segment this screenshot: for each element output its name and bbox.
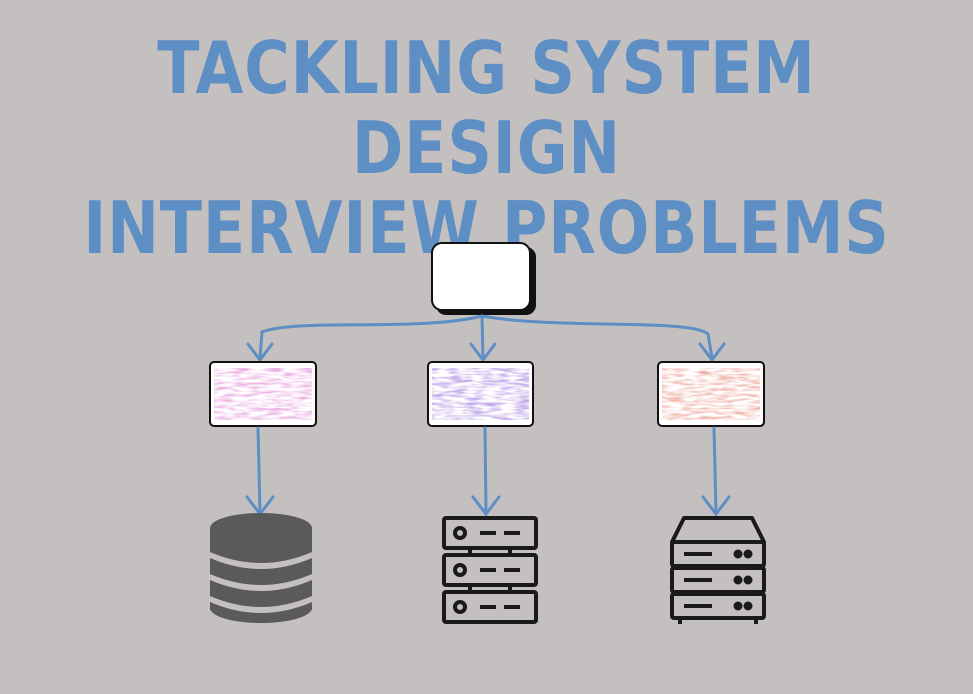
connector-left <box>258 314 484 360</box>
root-connectors <box>246 314 726 363</box>
lower-connectors <box>245 426 731 517</box>
connector-middle-down <box>483 426 488 514</box>
connector-right-down <box>712 426 718 514</box>
node-right <box>657 361 765 427</box>
connector-middle <box>480 314 485 360</box>
connector-left-down <box>256 426 262 514</box>
server-stack-icon <box>670 516 766 624</box>
node-middle-scribble <box>432 368 529 420</box>
root-node <box>431 242 536 315</box>
server-rack-icon <box>442 516 538 624</box>
node-middle <box>427 361 534 427</box>
connector-right <box>480 314 714 360</box>
arrowhead-right <box>698 342 726 363</box>
node-left-scribble <box>214 368 312 420</box>
database-icon <box>210 513 312 623</box>
title-line-1: TACKLING SYSTEM DESIGN <box>157 26 816 190</box>
arrowhead-middle <box>469 342 497 363</box>
arrowhead-left <box>246 342 274 363</box>
node-left <box>209 361 317 427</box>
node-right-scribble <box>662 368 760 420</box>
page-title: TACKLING SYSTEM DESIGN INTERVIEW PROBLEM… <box>68 28 905 268</box>
